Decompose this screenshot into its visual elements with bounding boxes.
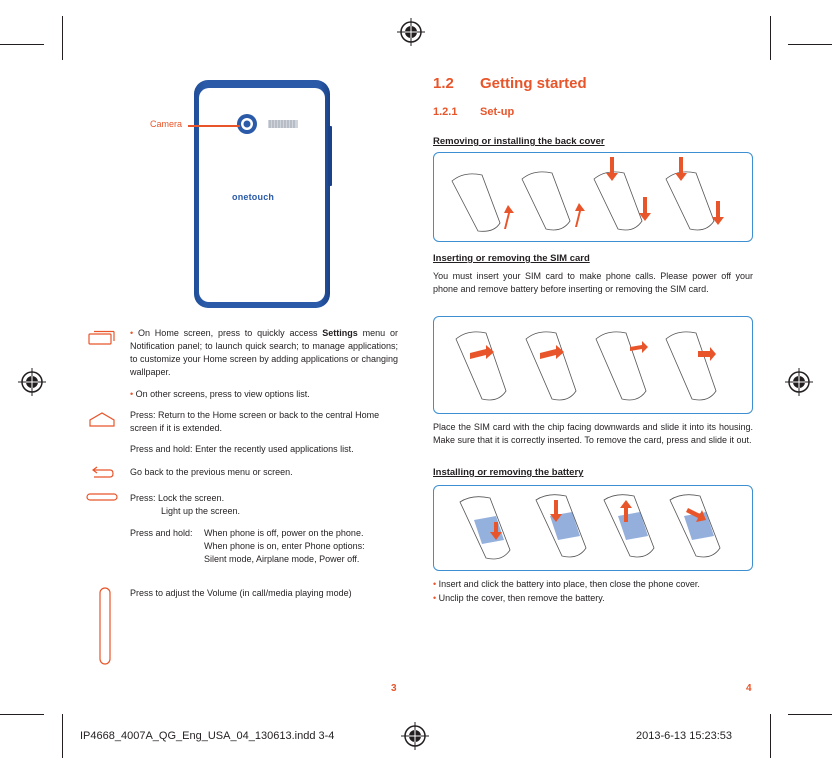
power-key-icon <box>86 493 118 501</box>
crop-mark <box>0 714 44 715</box>
back-key-text: Go back to the previous menu or screen. <box>130 467 293 477</box>
battery-bullet-2: • Unclip the cover, then remove the batt… <box>433 592 753 605</box>
battery-bullet-1: • Insert and click the battery into plac… <box>433 578 753 591</box>
crop-mark <box>62 714 63 758</box>
crop-mark <box>788 714 832 715</box>
section-title: Getting started <box>480 75 587 92</box>
press-label: Press: <box>130 493 156 503</box>
power-hold-line-2: When phone is on, enter Phone options: <box>204 541 365 551</box>
registration-mark-icon <box>401 722 429 750</box>
sim-card-steps-illustration <box>455 331 717 401</box>
page-number-right: 4 <box>746 683 752 694</box>
subsection-title: Set-up <box>480 106 515 118</box>
crop-mark <box>770 16 771 60</box>
power-press-line-2: Light up the screen. <box>161 506 241 516</box>
menu-key-text-cont: menu or Notification panel; to launch qu… <box>130 328 398 377</box>
bullet-icon: • <box>130 328 134 338</box>
power-press-line-1: Lock the screen. <box>158 493 225 503</box>
volume-key-text: Press to adjust the Volume (in call/medi… <box>130 588 352 598</box>
footer-timestamp: 2013-6-13 15:23:53 <box>636 730 733 742</box>
power-key-press: Press: Lock the screen. <box>130 492 398 505</box>
sim-after-text: Place the SIM card with the chip facing … <box>433 422 753 445</box>
back-key-icon <box>92 466 114 478</box>
battery-heading: Installing or removing the battery <box>433 467 584 478</box>
sim-card-figure <box>433 316 753 414</box>
power-hold-line-1: When phone is off, power on the phone. <box>204 528 364 538</box>
camera-leader-line <box>188 125 240 127</box>
menu-key-bullet-2: • On other screens, press to view option… <box>130 388 398 401</box>
press-hold-label: Press and hold: <box>130 444 193 454</box>
volume-key-icon <box>99 587 111 665</box>
crop-mark <box>0 44 44 45</box>
battery-bullet-2-text: Unclip the cover, then remove the batter… <box>438 593 605 603</box>
footer-file-name: IP4668_4007A_QG_Eng_USA_04_130613.indd 3… <box>80 730 335 742</box>
battery-figure <box>433 485 753 571</box>
battery-bullet-1-text: Insert and click the battery into place,… <box>438 579 700 589</box>
back-cover-figure <box>433 152 753 242</box>
settings-bold: Settings <box>322 328 358 338</box>
phone-back-illustration <box>194 80 332 308</box>
camera-label: Camera <box>150 119 183 129</box>
bullet-icon: • <box>130 389 134 399</box>
registration-mark-icon <box>18 368 46 396</box>
menu-key-bullet-1: • On Home screen, press to quickly acces… <box>130 327 398 379</box>
sim-intro-text: You must insert your SIM card to make ph… <box>433 271 753 294</box>
bullet-icon: • <box>433 593 437 603</box>
back-cover-steps-illustration <box>451 157 724 232</box>
home-key-hold: Press and hold: Enter the recently used … <box>130 443 398 456</box>
home-key-icon <box>89 412 115 427</box>
menu-key-bullet-2-text: On other screens, press to view options … <box>135 389 310 399</box>
registration-mark-icon <box>397 18 425 46</box>
registration-mark-icon <box>785 368 813 396</box>
menu-key-icon <box>88 330 115 345</box>
power-hold-label: Press and hold: <box>130 528 193 538</box>
press-label: Press: <box>130 410 156 420</box>
crop-mark <box>770 714 771 758</box>
back-cover-heading: Removing or installing the back cover <box>433 136 605 147</box>
page-number-left: 3 <box>391 683 397 694</box>
battery-steps-illustration <box>459 494 721 560</box>
home-key-hold-text: Enter the recently used applications lis… <box>195 444 354 454</box>
home-key-press: Press: Return to the Home screen or back… <box>130 409 398 435</box>
crop-mark <box>62 16 63 60</box>
section-number: 1.2 <box>433 75 454 92</box>
subsection-number: 1.2.1 <box>433 106 458 118</box>
sim-heading: Inserting or removing the SIM card <box>433 253 590 264</box>
menu-key-text: On Home screen, press to quickly access <box>137 328 323 338</box>
power-hold-line-3: Silent mode, Airplane mode, Power off. <box>204 554 360 564</box>
home-key-press-text: Return to the Home screen or back to the… <box>130 410 380 433</box>
brand-logo: onetouch <box>232 192 275 202</box>
crop-mark <box>788 44 832 45</box>
bullet-icon: • <box>433 579 437 589</box>
